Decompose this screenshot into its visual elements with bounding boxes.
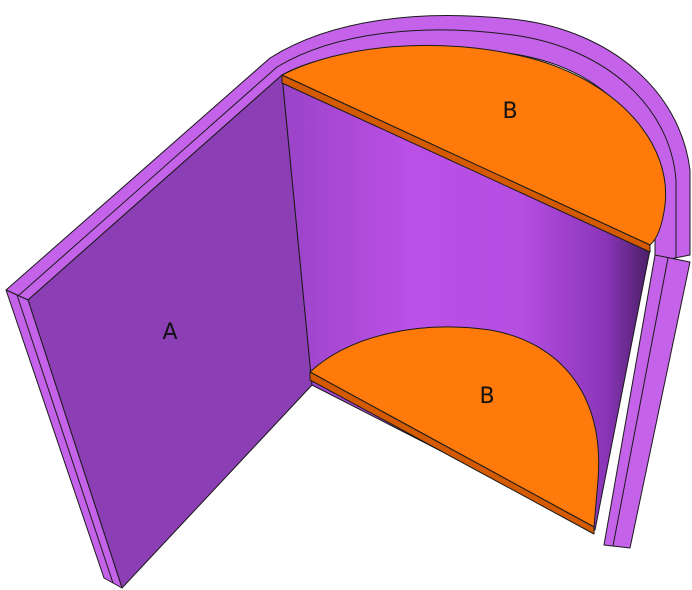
bottom-half-disk-b xyxy=(309,326,600,528)
flat-panel-edge-line xyxy=(16,294,114,584)
right-wall-end-line xyxy=(612,257,669,547)
bottom-disk-edge xyxy=(309,371,595,535)
right-wall-end xyxy=(603,254,691,549)
label-a: A xyxy=(162,320,177,345)
rim-inner-line xyxy=(17,29,677,297)
top-disk-edge xyxy=(281,74,651,253)
label-b-top: B xyxy=(502,99,517,124)
flat-panel-edge xyxy=(5,289,123,589)
top-half-disk-b xyxy=(281,44,667,246)
label-b-bottom: B xyxy=(479,384,494,409)
